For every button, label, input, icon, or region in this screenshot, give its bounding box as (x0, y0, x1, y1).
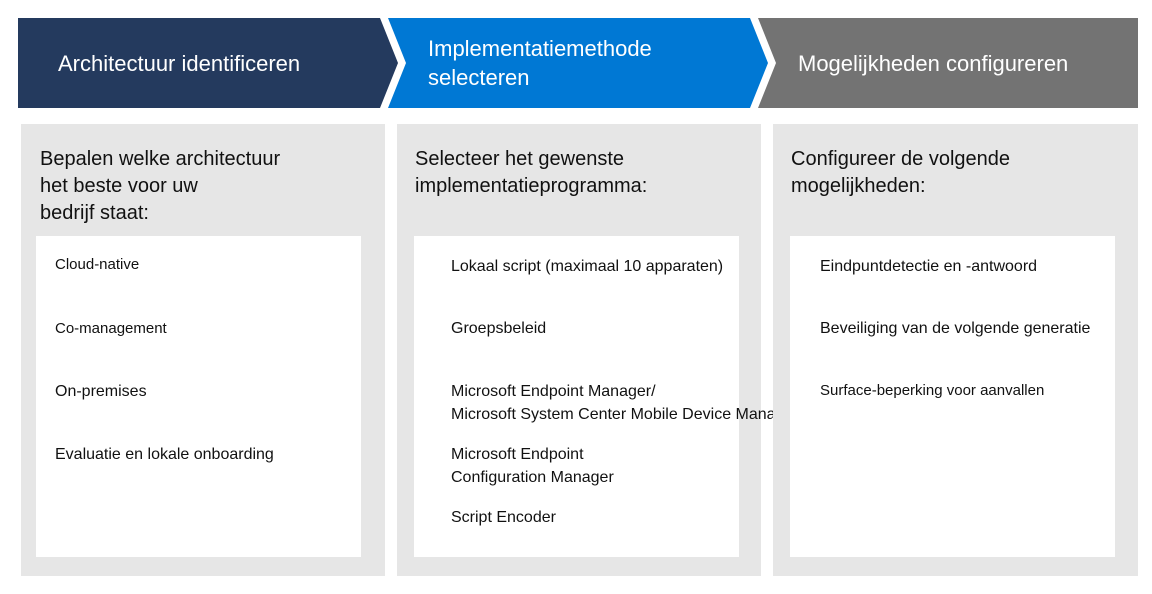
list-item-line: Co-management (55, 320, 167, 337)
list-item-eindpuntdetectie: Eindpuntdetectie en -antwoord (820, 255, 1037, 278)
heading-line: Selecteer het gewenste (415, 148, 625, 170)
heading-line: mogelijkheden: (791, 175, 926, 197)
list-item-surface-beperking: Surface-beperking voor aanvallen (820, 379, 1044, 402)
list-item-groepsbeleid: Groepsbeleid (451, 317, 546, 340)
options-list: Cloud-native Co-management On-premises E… (36, 236, 361, 557)
list-item-line: Microsoft Endpoint (451, 446, 584, 463)
list-item-on-premises: On-premises (55, 380, 147, 403)
list-item-line: Evaluatie en lokale onboarding (55, 446, 274, 463)
step-architectuur-identificeren: Architectuur identificeren (18, 18, 398, 108)
list-item-line: Configuration Manager (451, 469, 614, 486)
step-label-line: Mogelijkheden configureren (798, 50, 1069, 76)
step-mogelijkheden-configureren: Mogelijkheden configureren (758, 18, 1138, 108)
step-label: Implementatiemethode selecteren (428, 34, 652, 92)
step-label-line: Implementatiemethode (428, 36, 652, 61)
list-item-configuration-manager: Microsoft Endpoint Configuration Manager (451, 443, 614, 489)
heading-line: Configureer de volgende (791, 148, 1011, 170)
options-list: Eindpuntdetectie en -antwoord Beveiligin… (790, 236, 1115, 557)
step-implementatiemethode-selecteren: Implementatiemethode selecteren (388, 18, 768, 108)
list-item-line: Microsoft System Center Mobile Device Ma… (451, 406, 839, 423)
panel-capabilities: Configureer de volgende mogelijkheden: E… (773, 124, 1138, 576)
heading-line: implementatieprogramma: (415, 175, 648, 197)
list-item-endpoint-manager: Microsoft Endpoint Manager/ Microsoft Sy… (451, 380, 839, 426)
list-item-script-encoder: Script Encoder (451, 506, 556, 529)
step-label-line: Architectuur identificeren (58, 50, 301, 76)
step-label: Mogelijkheden configureren (798, 49, 1068, 78)
list-item-line: On-premises (55, 383, 147, 400)
list-item-line: Lokaal script (maximaal 10 apparaten) (451, 258, 724, 275)
step-label-line: selecteren (428, 65, 530, 90)
list-item-line: Cloud-native (55, 256, 140, 273)
list-item-evaluatie: Evaluatie en lokale onboarding (55, 443, 274, 466)
panel-heading: Configureer de volgende mogelijkheden: (791, 146, 1111, 200)
panel-heading: Selecteer het gewenste implementatieprog… (415, 146, 735, 200)
panel-heading: Bepalen welke architectuur het beste voo… (40, 146, 360, 227)
list-item-line: Beveiliging van de volgende generatie (820, 320, 1091, 337)
list-item-line: Surface-beperking voor aanvallen (820, 382, 1045, 399)
list-item-beveiliging: Beveiliging van de volgende generatie (820, 317, 1090, 340)
list-item-lokaal-script: Lokaal script (maximaal 10 apparaten) (451, 255, 723, 278)
panel-deployment: Selecteer het gewenste implementatieprog… (397, 124, 839, 576)
heading-line: het beste voor uw (40, 175, 198, 197)
list-item-line: Eindpuntdetectie en -antwoord (820, 258, 1038, 275)
options-list: Lokaal script (maximaal 10 apparaten) Gr… (414, 236, 839, 557)
list-item-line: Microsoft Endpoint Manager/ (451, 383, 656, 400)
heading-line: Bepalen welke architectuur (40, 148, 281, 170)
list-item-line: Script Encoder (451, 509, 556, 526)
heading-line: bedrijf staat: (40, 202, 149, 224)
list-item-co-management: Co-management (55, 317, 167, 340)
panel-architecture: Bepalen welke architectuur het beste voo… (21, 124, 385, 576)
list-item-line: Groepsbeleid (451, 320, 547, 337)
step-label: Architectuur identificeren (58, 49, 300, 78)
list-item-cloud-native: Cloud-native (55, 253, 139, 276)
